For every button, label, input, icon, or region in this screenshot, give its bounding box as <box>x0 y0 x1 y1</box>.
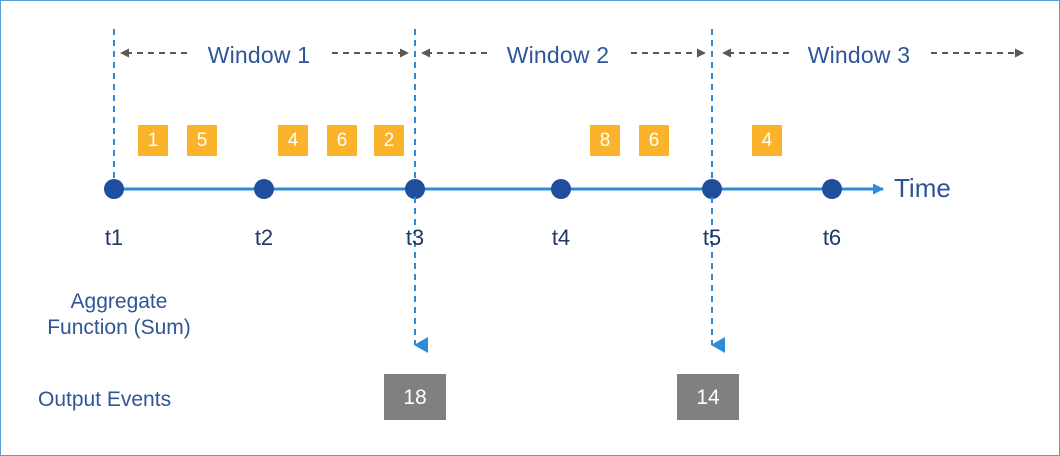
output-event-box: 14 <box>677 374 739 420</box>
tick-label-t2: t2 <box>254 225 274 250</box>
output-flow-arrows <box>414 197 725 353</box>
aggregate-function-label: Aggregate Function (Sum) <box>47 290 191 339</box>
tick-label-t6: t6 <box>822 225 842 250</box>
input-event-box: 6 <box>639 125 669 156</box>
window-divider-lines <box>113 29 713 183</box>
tick-label-t4: t4 <box>551 225 571 250</box>
timeline-dot-t5 <box>702 179 722 199</box>
output-events-label: Output Events <box>38 388 172 411</box>
timeline-dots <box>104 179 842 199</box>
output-event-box: 18 <box>384 374 446 420</box>
input-event-box: 1 <box>138 125 168 156</box>
timeline-dot-t2 <box>254 179 274 199</box>
input-event-box: 6 <box>327 125 357 156</box>
input-event-box: 8 <box>590 125 620 156</box>
window-label-1: Window 1 <box>207 42 311 68</box>
time-axis-label: Time <box>894 173 951 203</box>
timeline-dot-t1 <box>104 179 124 199</box>
window-label-3: Window 3 <box>807 42 911 68</box>
timeline-dot-t6 <box>822 179 842 199</box>
timeline-dot-t4 <box>551 179 571 199</box>
tick-label-t1: t1 <box>104 225 124 250</box>
timeline-dot-t3 <box>405 179 425 199</box>
tick-label-t5: t5 <box>702 225 722 250</box>
input-event-box: 5 <box>187 125 217 156</box>
input-event-box: 4 <box>278 125 308 156</box>
input-event-box: 2 <box>374 125 404 156</box>
tick-label-t3: t3 <box>405 225 425 250</box>
window-label-2: Window 2 <box>506 42 610 68</box>
input-event-box: 4 <box>752 125 782 156</box>
